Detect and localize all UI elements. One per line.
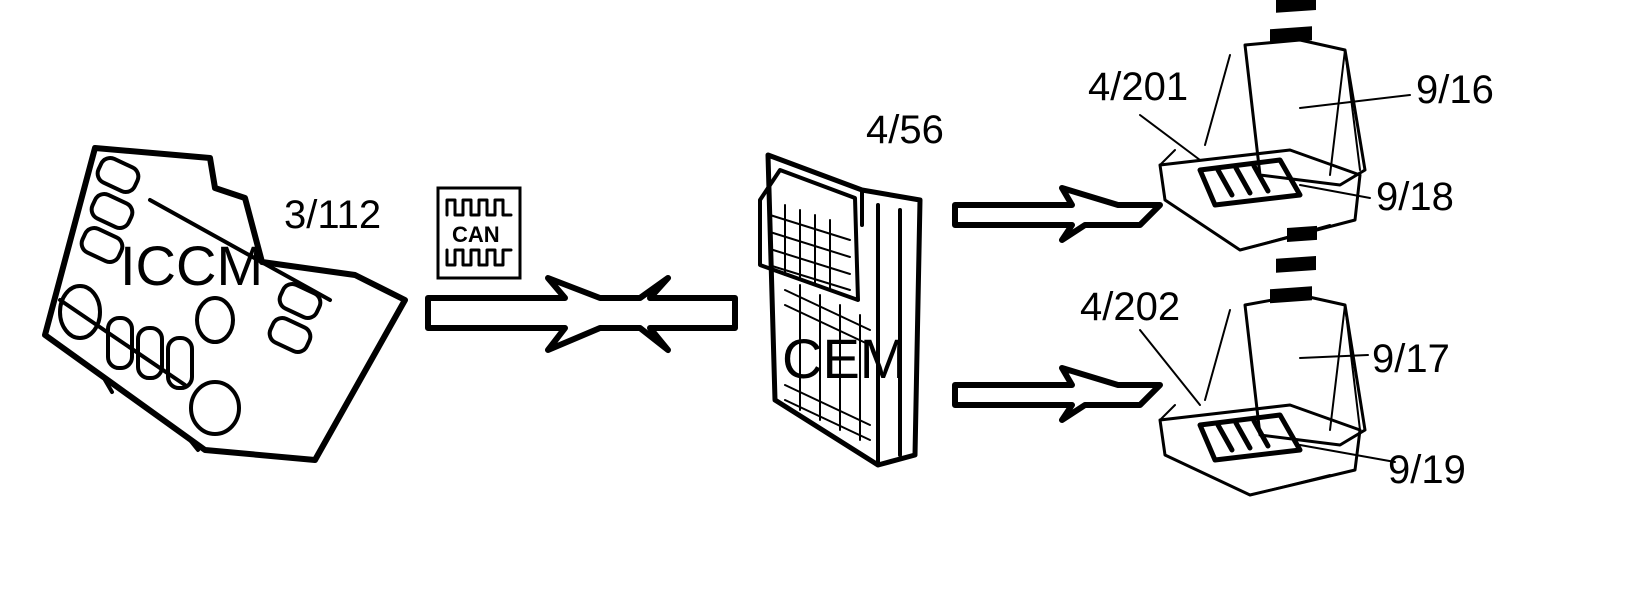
arrow-to-right-seat xyxy=(952,365,1163,423)
seat-right-cushion-ref: 9/19 xyxy=(1388,448,1466,492)
can-bus-badge: CAN xyxy=(436,186,522,280)
front-left-seat: 4/201 9/16 9/18 xyxy=(1088,0,1494,252)
can-signal-top-icon xyxy=(445,198,513,217)
seat-left-backrest-ref: 9/16 xyxy=(1416,68,1494,112)
iccm-ref-label: 3/112 xyxy=(284,193,381,237)
can-signal-bottom-icon xyxy=(445,248,513,267)
arrow-to-left-seat xyxy=(952,185,1163,243)
cem-label: CEM xyxy=(782,327,906,390)
front-right-seat: 4/202 9/17 9/19 xyxy=(1080,225,1466,497)
iccm-panel: ICCM 3/112 xyxy=(42,145,408,463)
can-label: CAN xyxy=(452,222,500,247)
seat-right-module-ref: 4/202 xyxy=(1080,285,1180,329)
can-bus-arrow xyxy=(425,275,738,353)
cem-module: CEM 4/56 xyxy=(758,108,944,468)
seat-left-module-ref: 4/201 xyxy=(1088,65,1188,109)
iccm-label: ICCM xyxy=(120,234,263,297)
seat-left-cushion-ref: 9/18 xyxy=(1376,175,1454,219)
cem-ref-label: 4/56 xyxy=(866,108,944,152)
seat-right-backrest-ref: 9/17 xyxy=(1372,337,1450,381)
